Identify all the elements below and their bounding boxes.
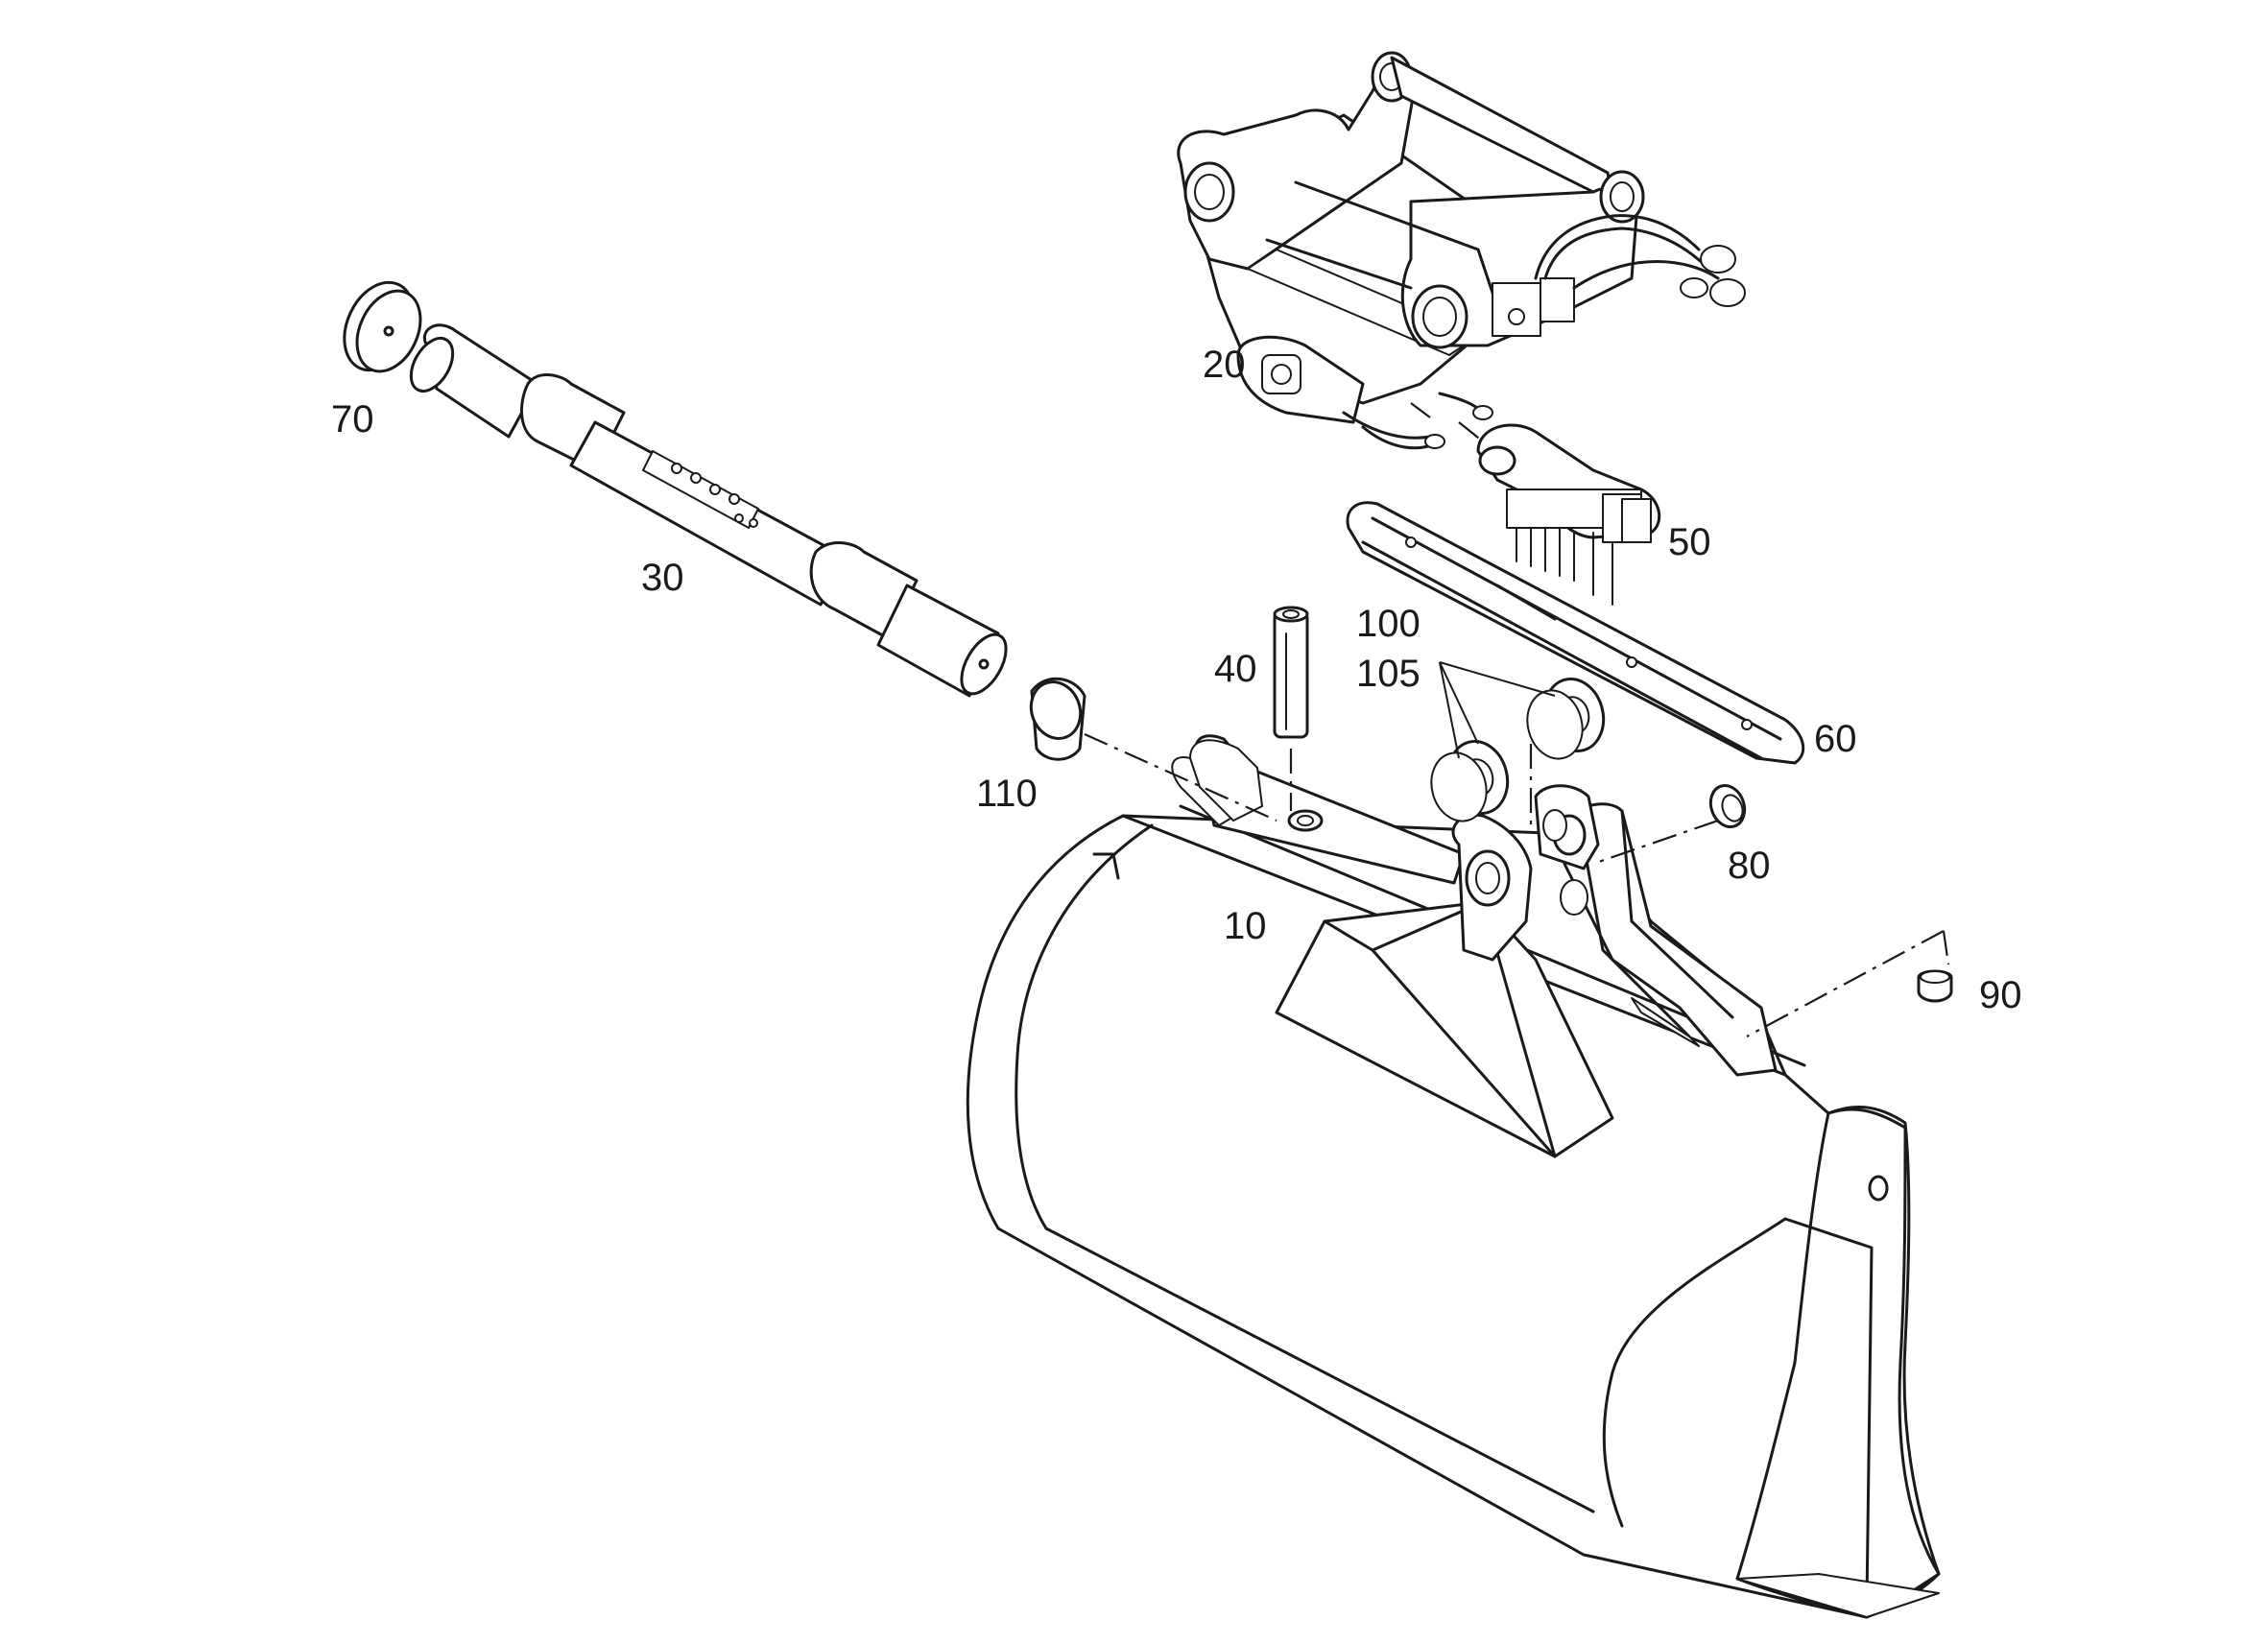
- part-quick-coupler: [1177, 51, 1746, 450]
- part-plug-90: [1917, 969, 1953, 1003]
- part-end-cap: [343, 280, 422, 373]
- callout-105: 105: [1356, 653, 1420, 695]
- callout-60: 60: [1814, 718, 1857, 760]
- centre-lines: [1084, 402, 1950, 1037]
- part-main-pin: [409, 323, 1008, 698]
- callout-40: 40: [1214, 648, 1257, 690]
- part-washers: [1430, 677, 1606, 822]
- callout-100: 100: [1356, 603, 1420, 645]
- part-valve-assembly: [1476, 423, 1661, 606]
- callout-30: 30: [641, 557, 684, 599]
- callout-70: 70: [331, 398, 374, 441]
- part-cover-plate: [1346, 501, 1805, 765]
- part-locking-pin: [1273, 606, 1309, 739]
- callout-80: 80: [1728, 845, 1771, 887]
- part-spacer-110: [1029, 677, 1086, 761]
- callout-90: 90: [1979, 974, 2022, 1016]
- label-leaders: [1439, 661, 1556, 759]
- callout-20: 20: [1203, 344, 1246, 386]
- callout-50: 50: [1668, 521, 1711, 563]
- callout-110: 110: [976, 773, 1038, 815]
- callout-10: 10: [1224, 905, 1267, 947]
- part-bucket: [966, 734, 1941, 1619]
- part-ring-80: [1708, 784, 1747, 828]
